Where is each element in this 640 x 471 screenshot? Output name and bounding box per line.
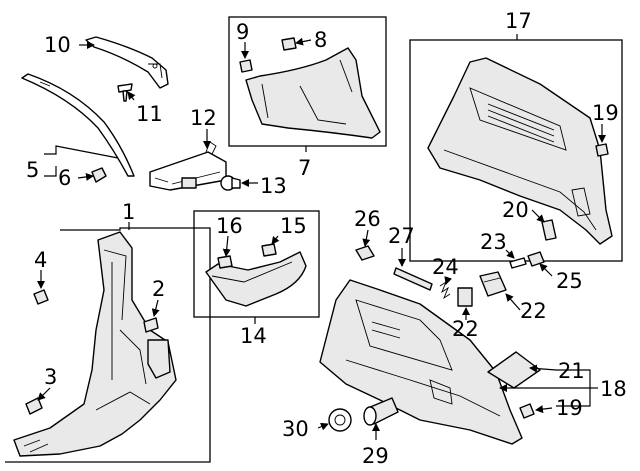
part-22-block	[457, 287, 473, 307]
part-12-bracket	[149, 141, 227, 191]
callout-10: 10	[44, 33, 71, 57]
part-16-clip	[217, 255, 233, 269]
callout-7: 7	[298, 156, 311, 180]
part-20-clip	[541, 219, 557, 241]
part-26-clip	[527, 251, 545, 267]
callout-9: 9	[236, 20, 249, 44]
callout-17: 17	[505, 9, 532, 33]
part-7-quarter-upper	[245, 47, 381, 139]
part-3-clip	[25, 397, 43, 415]
part-14-trim	[205, 251, 307, 307]
callout-5: 5	[26, 158, 39, 182]
callout-27: 26	[354, 207, 381, 231]
callout-11: 11	[136, 102, 163, 126]
callout-30: 30	[282, 417, 309, 441]
callout-20: 20	[502, 198, 529, 222]
callout-21: 21	[558, 359, 585, 383]
callout-29: 29	[362, 444, 389, 468]
part-10-pillar-trim	[85, 36, 169, 89]
part-2-clip	[143, 317, 159, 333]
part-21-cover	[487, 351, 541, 389]
callout-8: 8	[314, 28, 327, 52]
part-4-clip	[33, 289, 49, 305]
part-8-clip	[281, 37, 297, 51]
callout-13: 13	[260, 174, 287, 198]
callout-18: 18	[600, 377, 627, 401]
group-1-box	[5, 227, 211, 463]
callout-28: 27	[388, 224, 415, 248]
part-19-clip-upper	[595, 143, 609, 157]
part-19-clip-lower	[519, 403, 535, 419]
part-15-clip	[261, 243, 277, 257]
callout-1: 1	[122, 200, 135, 224]
part-13-clip	[220, 175, 241, 191]
group-14-box	[193, 210, 320, 318]
part-11-screw	[117, 83, 133, 102]
callout-12: 12	[190, 106, 217, 130]
group-7-box	[228, 16, 387, 147]
part-1-quarter-trim	[13, 231, 177, 457]
part-6-clip	[91, 167, 107, 183]
part-5-pillar-trim	[21, 73, 135, 177]
callout-3: 3	[44, 365, 57, 389]
part-9-clip	[239, 59, 253, 73]
callout-19-lower: 19	[556, 396, 583, 420]
part-27-clip	[355, 245, 375, 261]
callout-24: 23	[480, 230, 507, 254]
callout-15: 15	[280, 214, 307, 238]
part-23-connector	[479, 271, 507, 297]
callout-22: 22	[452, 317, 479, 341]
callout-16: 16	[216, 214, 243, 238]
callout-6: 6	[58, 166, 71, 190]
callout-4: 4	[34, 248, 47, 272]
part-24-screw	[509, 257, 527, 269]
callout-26: 25	[556, 269, 583, 293]
part-29-socket	[363, 397, 399, 426]
callout-19-upper: 19	[592, 101, 619, 125]
callout-2: 2	[152, 277, 165, 301]
leader-lines	[37, 34, 606, 440]
callout-23: 22	[520, 299, 547, 323]
part-17-cargo-panel	[427, 57, 613, 245]
part-28-strip	[393, 267, 433, 291]
part-30-grommet	[328, 408, 352, 432]
callout-25: 24	[432, 255, 459, 279]
callout-14: 14	[240, 324, 267, 348]
part-25-spring	[439, 280, 451, 300]
